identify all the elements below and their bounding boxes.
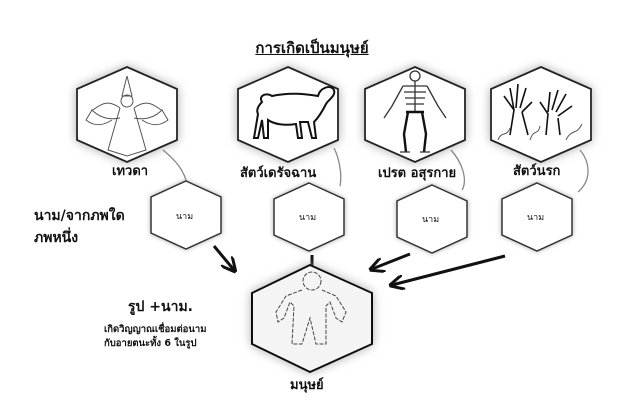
formula-label: รูป +นาม. [128, 299, 193, 315]
description-line1: เกิดวิญญาณเชื่อมต่อนาม [104, 324, 207, 335]
realm-hex-angel [76, 66, 178, 163]
realm-label-ghost: เปรต อสุรกาย [378, 166, 457, 181]
nama-node-label-2: นาม [299, 213, 317, 223]
nama-node-label-1: นาม [176, 212, 194, 222]
skeleton-icon [383, 70, 447, 153]
realm-label-hell: สัตว์นรก [513, 164, 561, 179]
nama-hex-3 [396, 184, 468, 254]
diagram-title: การเกิดเป็นมนุษย์ [255, 39, 369, 57]
arrows [212, 245, 506, 285]
nama-node-label-4: นาม [527, 213, 545, 223]
realm-label-angel: เทวดา [112, 164, 149, 179]
human-figure-icon [275, 271, 347, 345]
nama-hex-2 [273, 182, 345, 252]
realm-hex-animal [237, 66, 339, 163]
realm-hex-ghost [364, 66, 466, 163]
nama-hex-4 [501, 182, 573, 252]
angel-icon [85, 75, 169, 157]
realm-label-animal: สัตว์เดรัจฉาน [240, 166, 317, 181]
nama-caption-line1: นาม/จากภพใด [34, 208, 125, 224]
realm-hex-hell [490, 66, 592, 163]
nama-node-label-3: นาม [422, 215, 440, 225]
description-line2: กับอายตนะทั้ง 6 ในรูป [104, 338, 197, 349]
nama-caption-line2: ภพหนึ่ง [34, 230, 79, 246]
nama-hex-1 [150, 180, 222, 250]
human-label: มนุษย์ [290, 378, 324, 393]
hell-hands-icon [497, 83, 583, 141]
human-hex [251, 263, 373, 374]
sheep-icon [252, 86, 336, 139]
